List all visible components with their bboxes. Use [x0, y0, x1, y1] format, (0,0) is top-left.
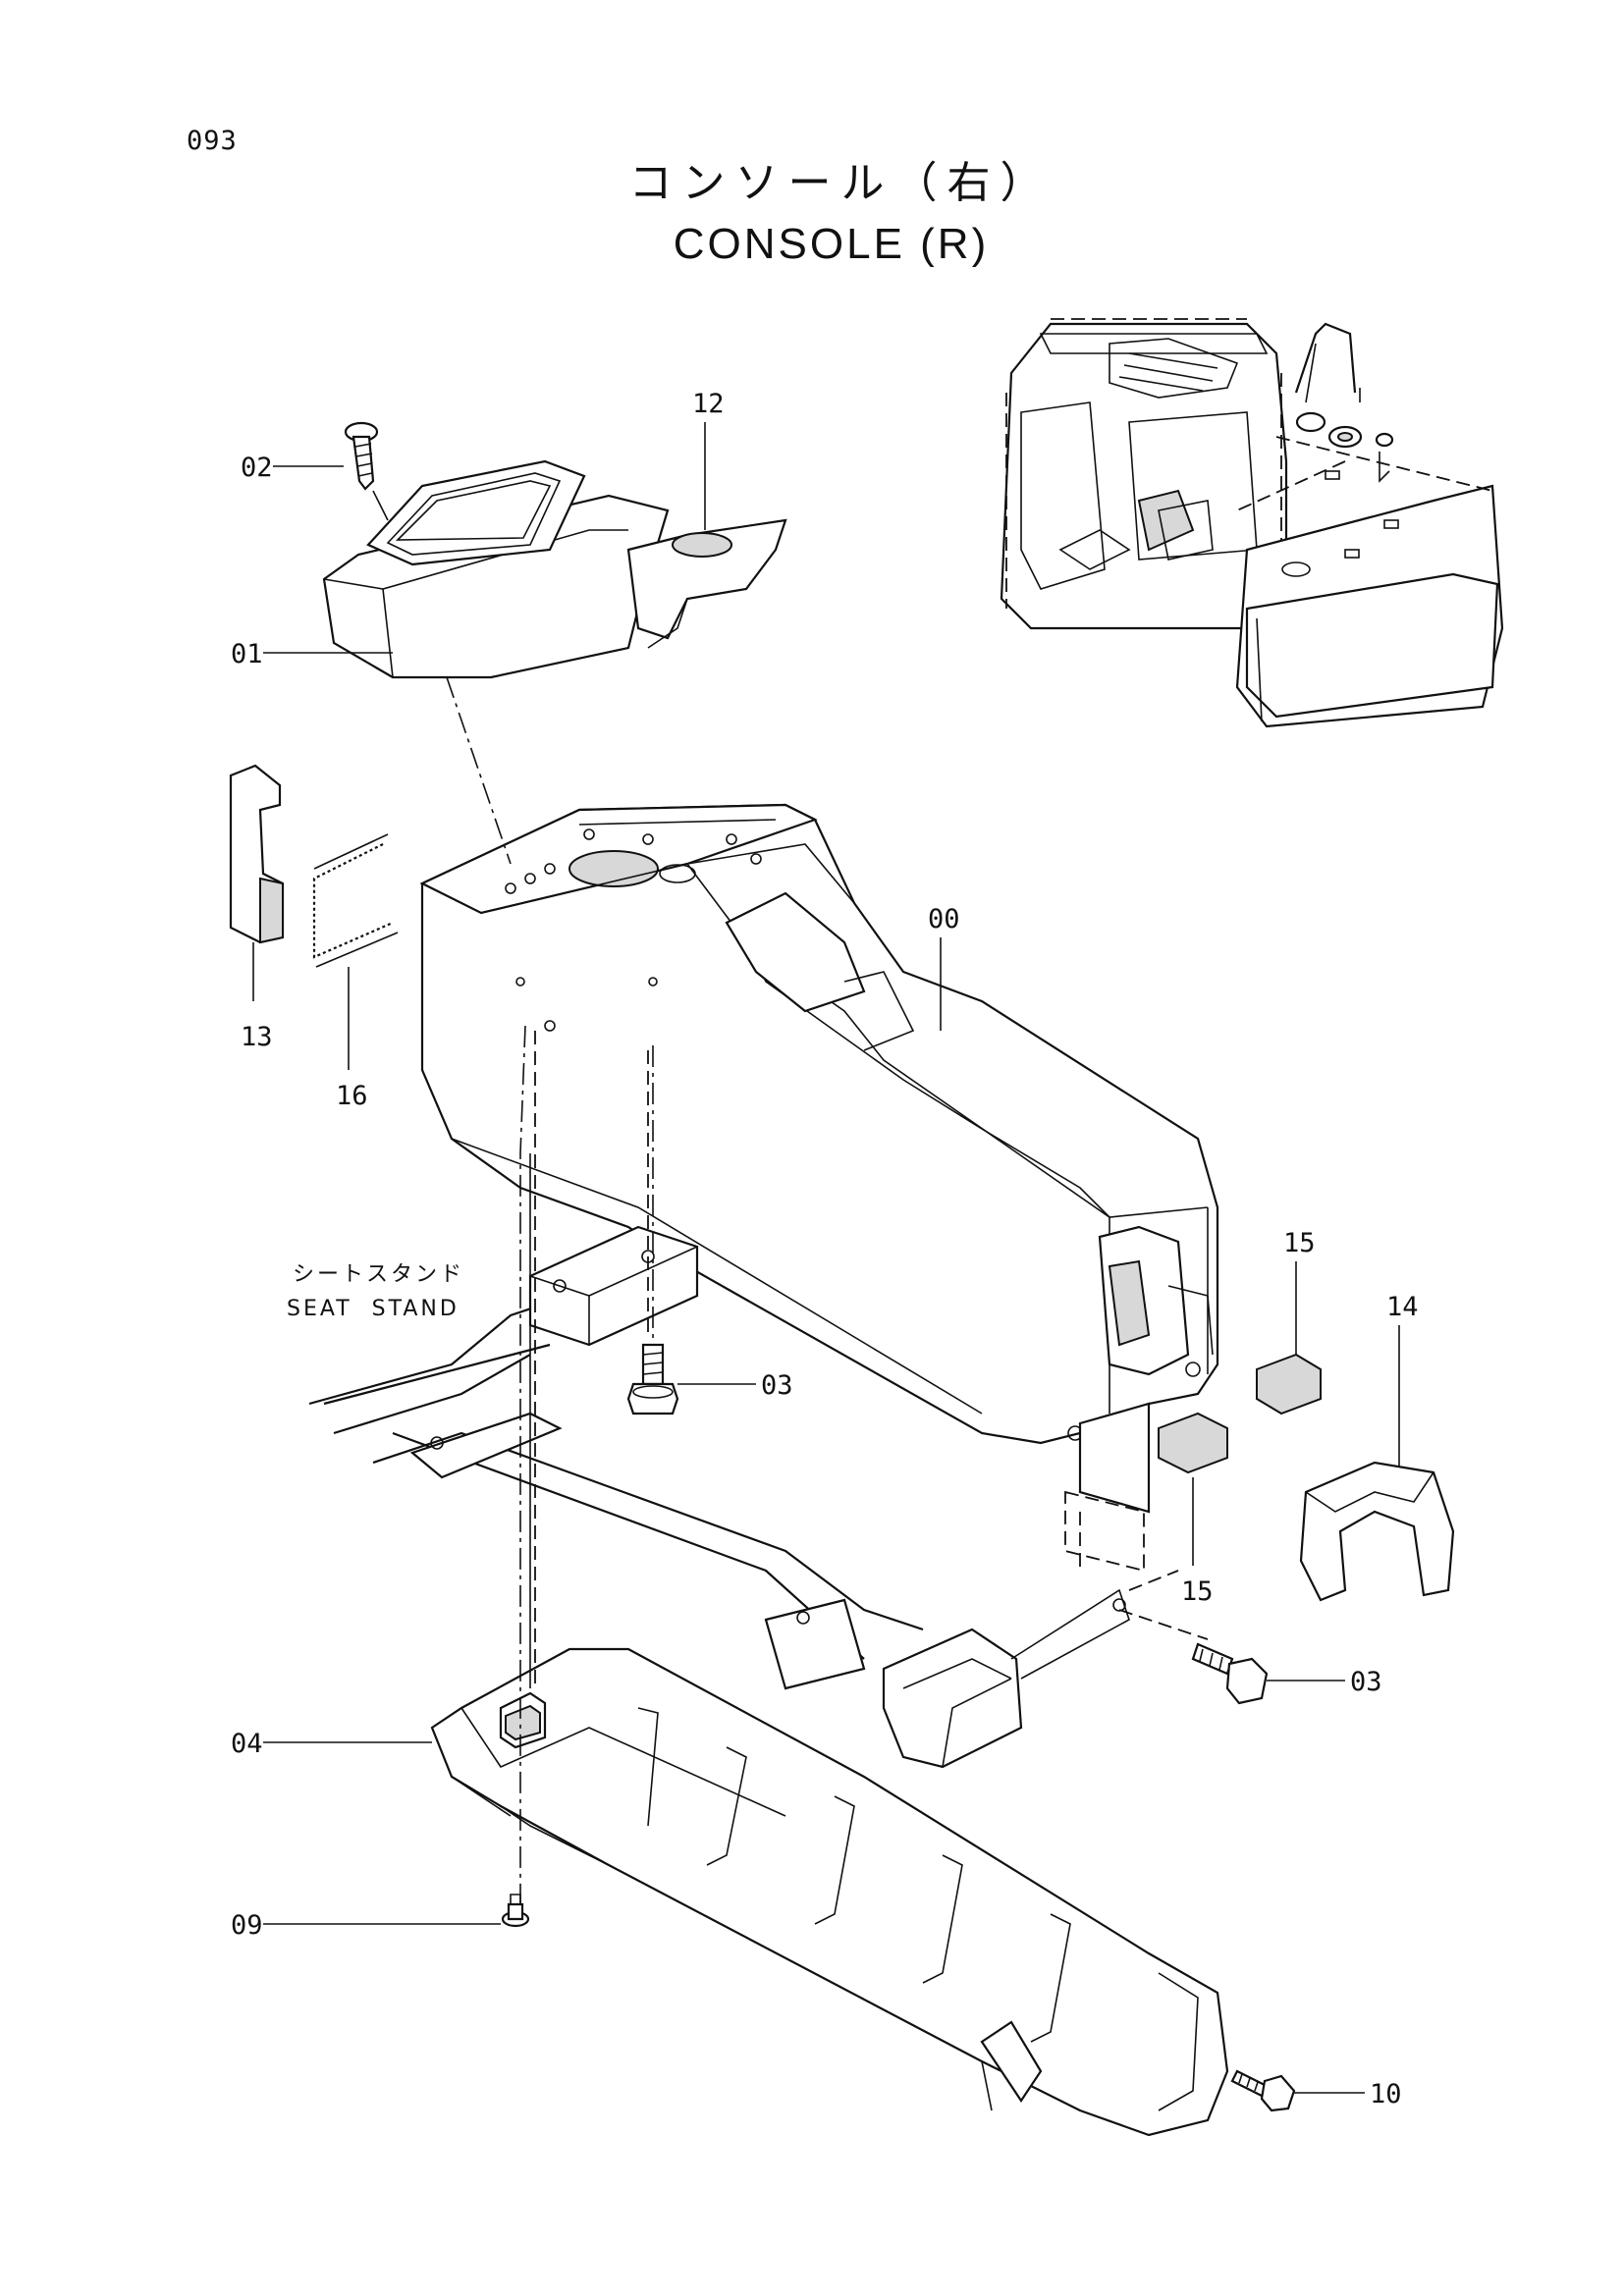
- seat-stand-label-japanese: シートスタンド: [293, 1262, 464, 1287]
- callout-leaders: [252, 422, 1400, 2094]
- callout-00: 00: [928, 904, 960, 934]
- part-00-console-body: [419, 803, 1219, 1445]
- callout-15-upper: 15: [1283, 1228, 1316, 1258]
- seat-stand-frame: [308, 1225, 1179, 1769]
- part-10-screw: [1230, 2069, 1296, 2112]
- callout-02: 02: [241, 453, 273, 483]
- callout-10: 10: [1370, 2079, 1402, 2109]
- part-15-pad-lower: [1158, 1412, 1228, 1474]
- excavator-reference-illustration: [1000, 318, 1504, 728]
- seat-stand-label-english: SEAT STAND: [287, 1297, 460, 1321]
- assembly-lines: [446, 676, 1209, 1904]
- callout-09: 09: [231, 1910, 263, 1941]
- title-block: コンソール（右） CONSOLE (R): [0, 147, 1623, 269]
- callout-04: 04: [231, 1729, 263, 1759]
- title-japanese: コンソール（右）: [628, 158, 1054, 208]
- callout-16: 16: [336, 1081, 368, 1111]
- page-number: 093: [187, 126, 238, 156]
- callout-14: 14: [1386, 1292, 1419, 1322]
- callout-13: 13: [241, 1022, 273, 1052]
- part-01-upper-cover: [322, 459, 787, 679]
- part-03-bolt-upper: [626, 1343, 679, 1415]
- callout-12: 12: [692, 389, 725, 419]
- part-15-bracket-area: [1064, 1402, 1151, 1573]
- part-15-pad-upper: [1256, 1353, 1322, 1415]
- title-english: CONSOLE (R): [673, 220, 990, 268]
- callout-15-lower: 15: [1181, 1576, 1214, 1607]
- part-16-edge-trim: [312, 833, 399, 968]
- part-02-screw: [344, 421, 389, 521]
- part-13-seal: [229, 764, 285, 944]
- callout-03-lower: 03: [1350, 1667, 1382, 1697]
- part-03-bolt-lower: [1191, 1642, 1269, 1705]
- callout-03-upper: 03: [761, 1370, 793, 1401]
- part-14-u-seal: [1299, 1461, 1455, 1602]
- callout-01: 01: [231, 639, 263, 669]
- part-09-screw: [501, 1894, 530, 1928]
- part-04-lower-cover: [430, 1647, 1229, 2137]
